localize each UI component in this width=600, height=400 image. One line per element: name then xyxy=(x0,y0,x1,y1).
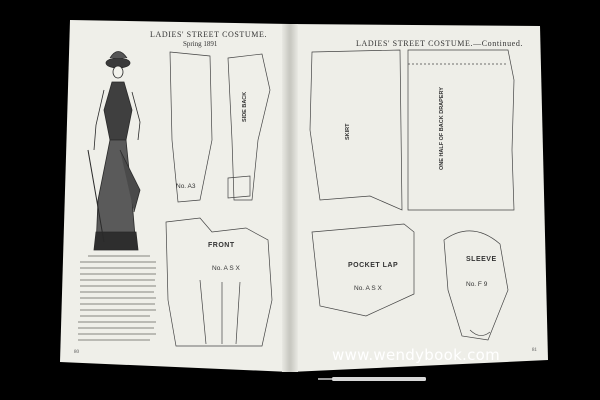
label-sleeve: SLEEVE xyxy=(466,256,497,263)
right-page xyxy=(290,24,548,372)
label-pocket-lap: POCKET LAP xyxy=(348,262,399,269)
fashion-illustration xyxy=(87,51,141,251)
left-page-subtitle: Spring 1891 xyxy=(183,40,218,48)
body-text xyxy=(78,255,156,341)
pattern-pocket-lap xyxy=(311,223,415,317)
label-small-piece-no: No. A3 xyxy=(176,183,196,190)
left-page-number: 80 xyxy=(74,350,79,355)
label-pocket-lap-no: No. A S X xyxy=(354,285,382,292)
label-front-no: No. A S X xyxy=(212,265,240,272)
pattern-front xyxy=(165,217,273,347)
label-back-drapery: ONE HALF OF BACK DRAPERY xyxy=(439,87,445,170)
pen xyxy=(318,377,426,381)
label-front: FRONT xyxy=(208,242,235,249)
right-page-title: LADIES' STREET COSTUME.—Continued. xyxy=(356,39,524,48)
left-page-title: LADIES' STREET COSTUME. xyxy=(150,30,268,39)
pattern-sleeve xyxy=(443,230,509,341)
label-side-back: SIDE BACK xyxy=(242,91,248,122)
watermark-text: www.wendybook.com xyxy=(332,346,501,364)
label-sleeve-no: No. F 9 xyxy=(466,281,488,288)
book-gutter xyxy=(282,24,298,372)
right-page-number: 81 xyxy=(532,348,537,353)
pattern-back xyxy=(169,51,213,203)
pattern-back-drapery xyxy=(407,49,515,211)
label-skirt: SKIRT xyxy=(345,123,351,141)
pattern-skirt xyxy=(309,49,403,211)
left-page xyxy=(60,20,290,372)
pattern-side-back xyxy=(227,53,271,201)
pattern-collar xyxy=(227,175,251,199)
